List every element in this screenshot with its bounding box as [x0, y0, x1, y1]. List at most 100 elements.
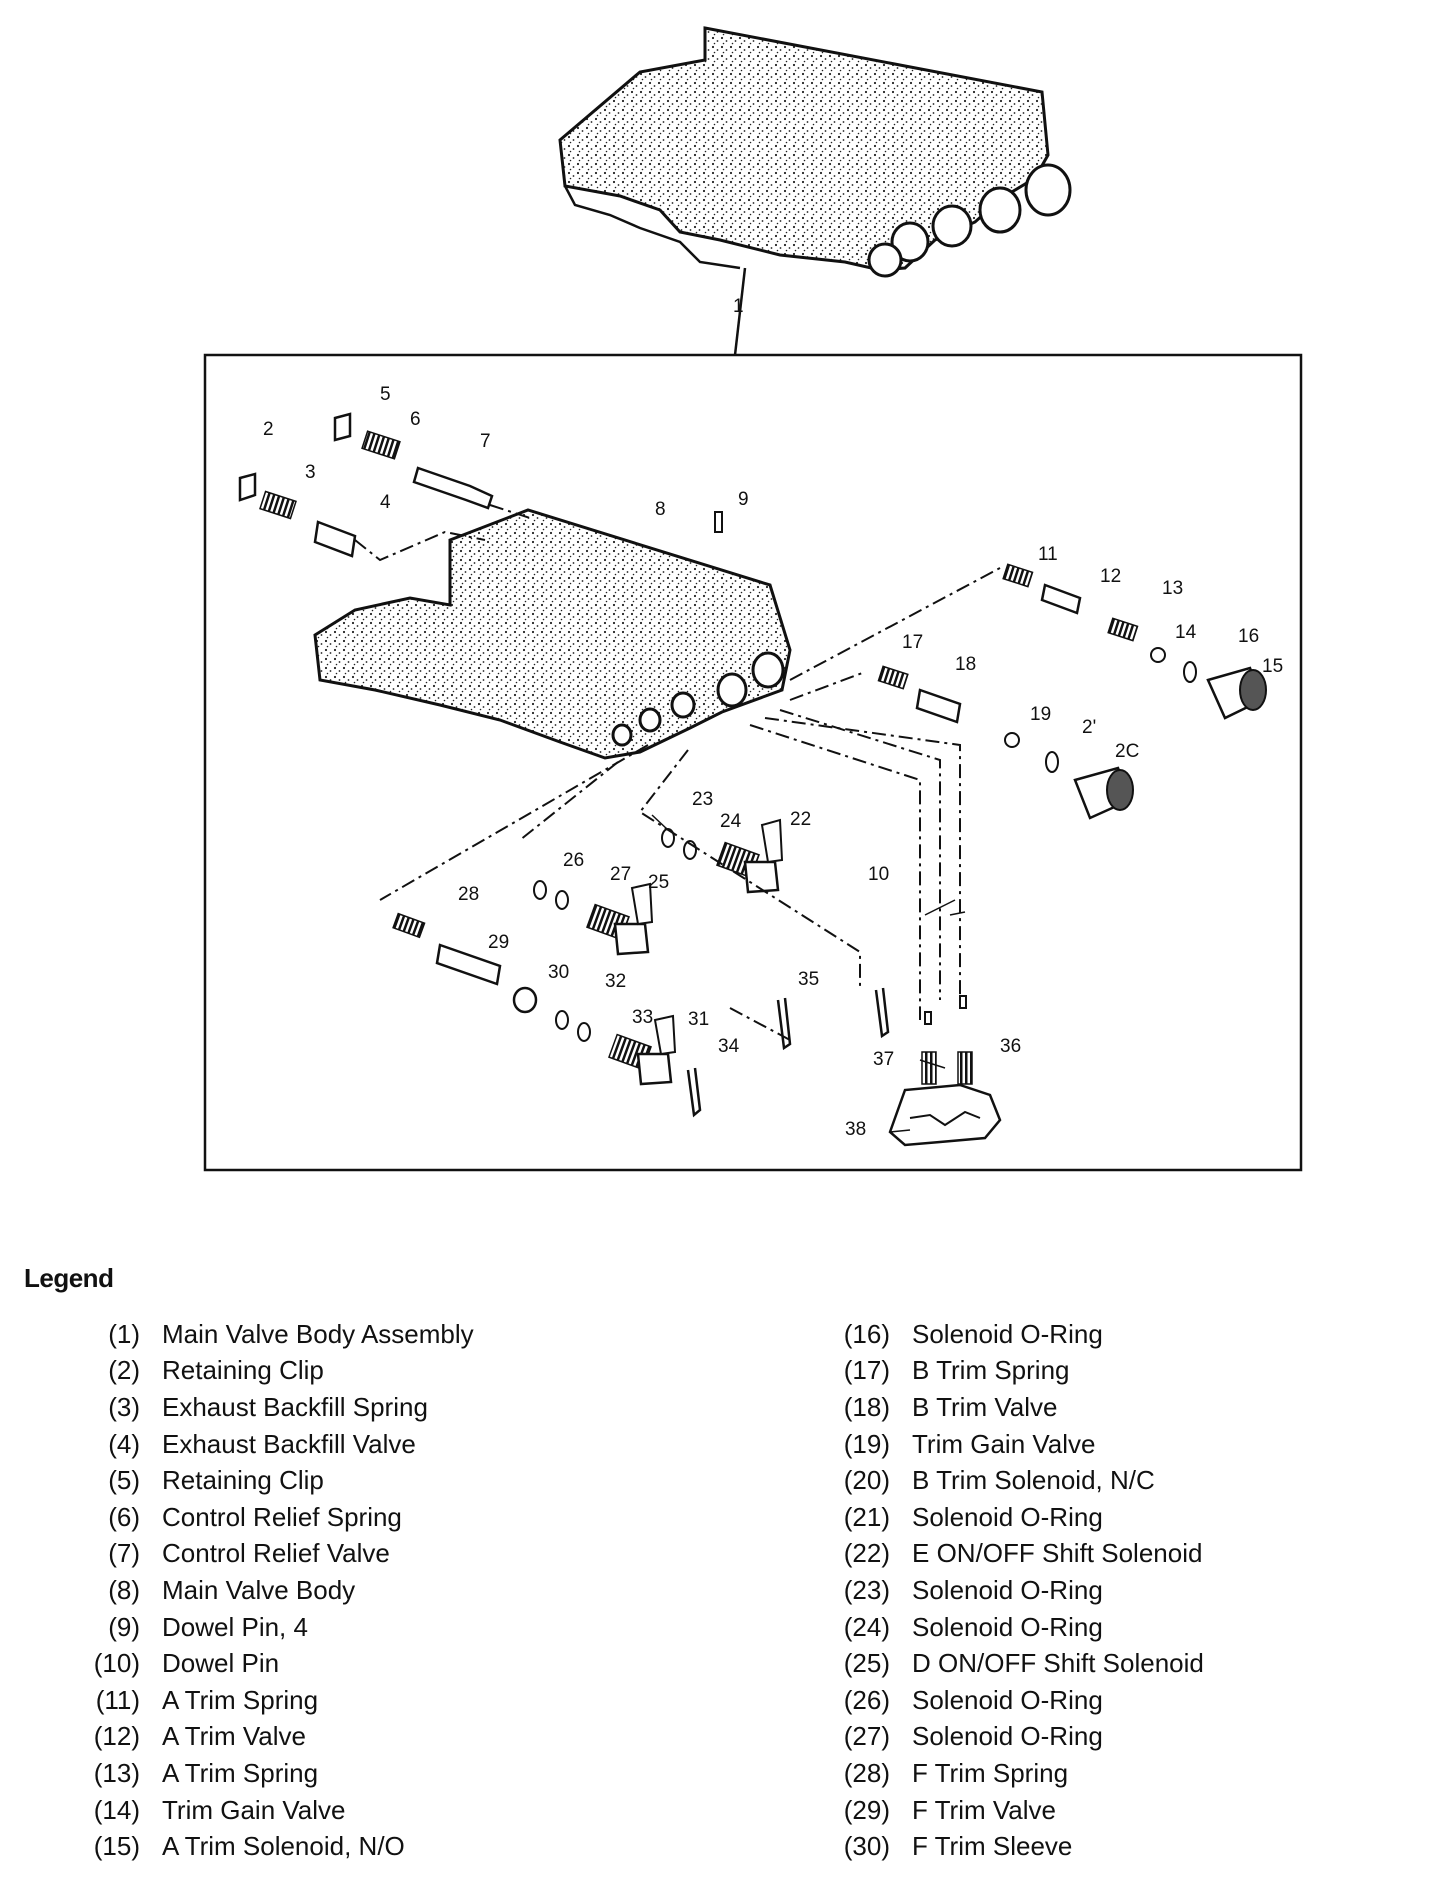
f-trim-valve	[435, 943, 502, 986]
legend-item-number: (17)	[843, 1355, 890, 1386]
legend-item: (11)A Trim Spring	[60, 1682, 474, 1719]
solenoid-o-ring-32	[555, 1010, 569, 1030]
legend-item: (9)Dowel Pin, 4	[60, 1609, 474, 1646]
legend-column-right: (16)Solenoid O-Ring(17)B Trim Spring(18)…	[810, 1316, 1204, 1865]
legend-item-number: (23)	[843, 1574, 890, 1605]
callout-34: 34	[718, 1036, 740, 1057]
legend-item: (13)A Trim Spring	[60, 1755, 474, 1792]
callout-1: 1	[733, 296, 744, 317]
legend-item-number: (19)	[843, 1428, 890, 1459]
a-trim-solenoid	[1206, 666, 1267, 720]
solenoid-o-ring-27	[555, 890, 569, 910]
legend-item: (24) Solenoid O-Ring	[810, 1609, 1204, 1646]
legend-item-number: (28)	[843, 1757, 890, 1788]
legend-item-label: Solenoid O-Ring	[912, 1318, 1103, 1349]
solenoid-o-ring-24	[683, 840, 697, 860]
legend-item-label: A Trim Valve	[162, 1721, 307, 1752]
legend-item-label: Retaining Clip	[162, 1355, 324, 1386]
springs-37	[921, 1051, 973, 1085]
callout-23: 23	[692, 789, 713, 810]
b-trim-spring	[877, 665, 909, 690]
callout-28: 28	[458, 884, 479, 905]
legend-item: (8)Main Valve Body	[60, 1572, 474, 1609]
legend-item: (5) Retaining Clip	[60, 1462, 474, 1499]
d-on-off-shift-solenoid	[586, 882, 654, 956]
solenoid-o-ring-21	[1045, 751, 1059, 773]
legend-item: (12) A Trim Valve	[60, 1719, 474, 1756]
a-trim-spring-13	[1107, 617, 1139, 642]
callout-29: 29	[488, 932, 509, 953]
legend-item-number: (4)	[108, 1428, 140, 1459]
callout-leader-1	[733, 267, 747, 356]
legend-item-number: (26)	[843, 1684, 890, 1715]
legend-item: (25)D ON/OFF Shift Solenoid	[810, 1645, 1204, 1682]
legend-item: (15)A Trim Solenoid, N/O	[60, 1828, 474, 1865]
legend-item-number: (12)	[93, 1721, 140, 1752]
retaining-clip-2	[238, 472, 257, 502]
legend-item-label: Main Valve Body	[162, 1574, 356, 1605]
callout-33: 33	[632, 1007, 653, 1028]
solenoid-o-ring-33	[577, 1022, 591, 1042]
callout-36: 36	[1000, 1036, 1021, 1057]
main-valve-body-assembly	[558, 26, 1072, 278]
dowel-pin-9	[714, 511, 723, 533]
trim-gain-valve-14	[1150, 647, 1166, 663]
legend-item-label: Solenoid O-Ring	[912, 1721, 1103, 1752]
callout-9: 9	[738, 489, 749, 510]
dowel-pins-36	[924, 995, 967, 1025]
legend-item: (1)Main Valve Body Assembly	[60, 1316, 473, 1353]
legend-item-label: Retaining Clip	[162, 1465, 324, 1496]
legend-item-label: Trim Gain Valve	[162, 1794, 346, 1825]
legend-item-number: (3)	[108, 1391, 140, 1422]
legend-item-label: A Trim Solenoid, N/O	[162, 1831, 405, 1862]
callout-5: 5	[380, 384, 391, 405]
callout-20: 2C	[1115, 741, 1139, 762]
callout-6: 6	[410, 409, 421, 430]
legend-item-label: Solenoid O-Ring	[912, 1611, 1103, 1642]
legend-item-number: (14)	[93, 1794, 140, 1825]
legend-item-number: (24)	[843, 1611, 890, 1642]
callout-13: 13	[1162, 578, 1183, 599]
callout-35: 35	[798, 969, 819, 990]
retaining-clip-5	[333, 412, 352, 442]
legend-item-number: (29)	[843, 1794, 890, 1825]
retaining-clip-35b	[874, 987, 890, 1039]
legend-item-number: (2)	[108, 1355, 140, 1386]
callout-18: 18	[955, 654, 976, 675]
legend-item: (4)Exhaust Backfill Valve	[60, 1426, 474, 1463]
legend-item-label: F Trim Spring	[912, 1757, 1069, 1788]
legend-item-number: (25)	[843, 1648, 890, 1679]
legend-column-left: (1)Main Valve Body Assembly(2) Retaining …	[60, 1316, 474, 1865]
callout-25: 25	[648, 872, 669, 893]
legend-item-number: (21)	[843, 1501, 890, 1532]
legend-item: (20)B Trim Solenoid, N/C	[810, 1462, 1204, 1499]
legend-item-label: Solenoid O-Ring	[912, 1501, 1103, 1532]
legend-item-label: Control Relief Valve	[162, 1538, 390, 1569]
callout-leaders	[651, 814, 966, 1133]
callout-32: 32	[605, 971, 626, 992]
a-trim-valve	[1040, 583, 1082, 615]
legend-item-label: Control Relief Spring	[162, 1501, 402, 1532]
legend-item-label: B Trim Solenoid, N/C	[912, 1465, 1155, 1496]
legend-item: (16)Solenoid O-Ring	[810, 1316, 1204, 1353]
legend-item-number: (18)	[843, 1391, 890, 1422]
legend-item-label: Exhaust Backfill Spring	[162, 1391, 428, 1422]
legend-item: (18)B Trim Valve	[810, 1389, 1204, 1426]
legend-item-label: Solenoid O-Ring	[912, 1684, 1103, 1715]
callout-24: 24	[720, 811, 742, 832]
callout-7: 7	[480, 431, 491, 452]
callout-19: 19	[1030, 704, 1051, 725]
a-trim-spring-11	[1002, 563, 1034, 588]
legend-item-number: (5)	[108, 1465, 140, 1496]
control-relief-spring	[361, 430, 401, 460]
alignment-lines	[354, 504, 1001, 1041]
exploded-view-diagram: 1 2 3 4 5 6 7 8 9 10 11 12 13 14 15 16 1…	[203, 26, 1303, 1172]
callout-37: 37	[873, 1049, 894, 1070]
legend-item-number: (27)	[843, 1721, 890, 1752]
exhaust-backfill-spring	[259, 490, 297, 520]
callout-3: 3	[305, 462, 316, 483]
legend-item-label: F Trim Sleeve	[912, 1831, 1073, 1862]
callout-17: 17	[902, 632, 923, 653]
callout-2: 2	[263, 419, 274, 440]
trim-gain-valve-19	[1004, 732, 1020, 748]
